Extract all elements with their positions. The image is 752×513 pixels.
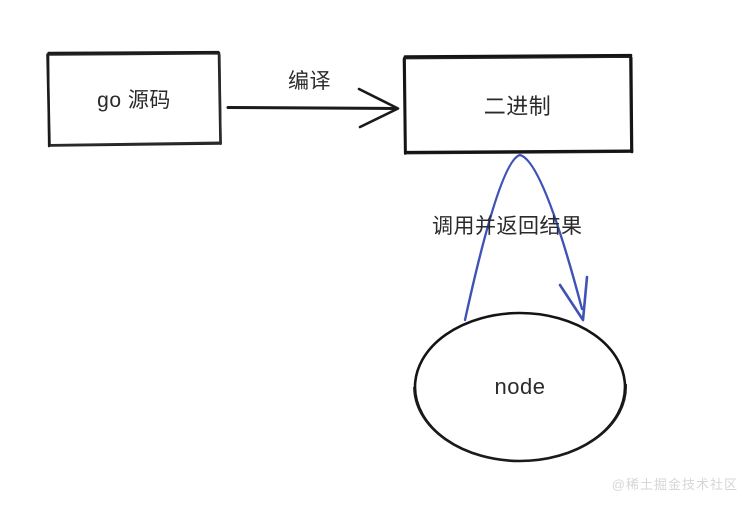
edge-invoke-arrow[interactable] — [463, 153, 589, 322]
compile-arrow-shaft — [226, 106, 397, 110]
node-shape-binary[interactable] — [402, 53, 634, 155]
invoke-arrow-head — [558, 275, 589, 322]
edge-label-compile: 编译 — [288, 70, 331, 93]
invoke-arrow-curve — [463, 153, 584, 322]
source-box-bottom-stroke — [49, 141, 222, 146]
watermark: @稀土掘金技术社区 — [611, 477, 738, 492]
source-box-left-stroke — [47, 54, 51, 148]
node-label-source: go 源码 — [97, 89, 171, 112]
binary-box-left-stroke — [402, 57, 407, 155]
binary-box-top-stroke — [403, 53, 633, 58]
node-label-binary: 二进制 — [483, 93, 552, 119]
node-label-node: node — [494, 374, 546, 399]
node-shape-source[interactable] — [46, 50, 222, 148]
binary-box-bottom-stroke — [404, 149, 634, 154]
compile-arrow-head — [357, 87, 400, 129]
source-box-top-stroke — [47, 50, 220, 54]
edge-label-invoke: 调用并返回结果 — [432, 215, 583, 238]
binary-box-right-stroke — [629, 56, 634, 154]
source-box-right-stroke — [218, 54, 222, 145]
node-shape-node[interactable] — [413, 311, 627, 463]
edge-compile-arrow[interactable] — [226, 87, 400, 129]
node-ellipse-sketch-stroke — [413, 383, 627, 462]
